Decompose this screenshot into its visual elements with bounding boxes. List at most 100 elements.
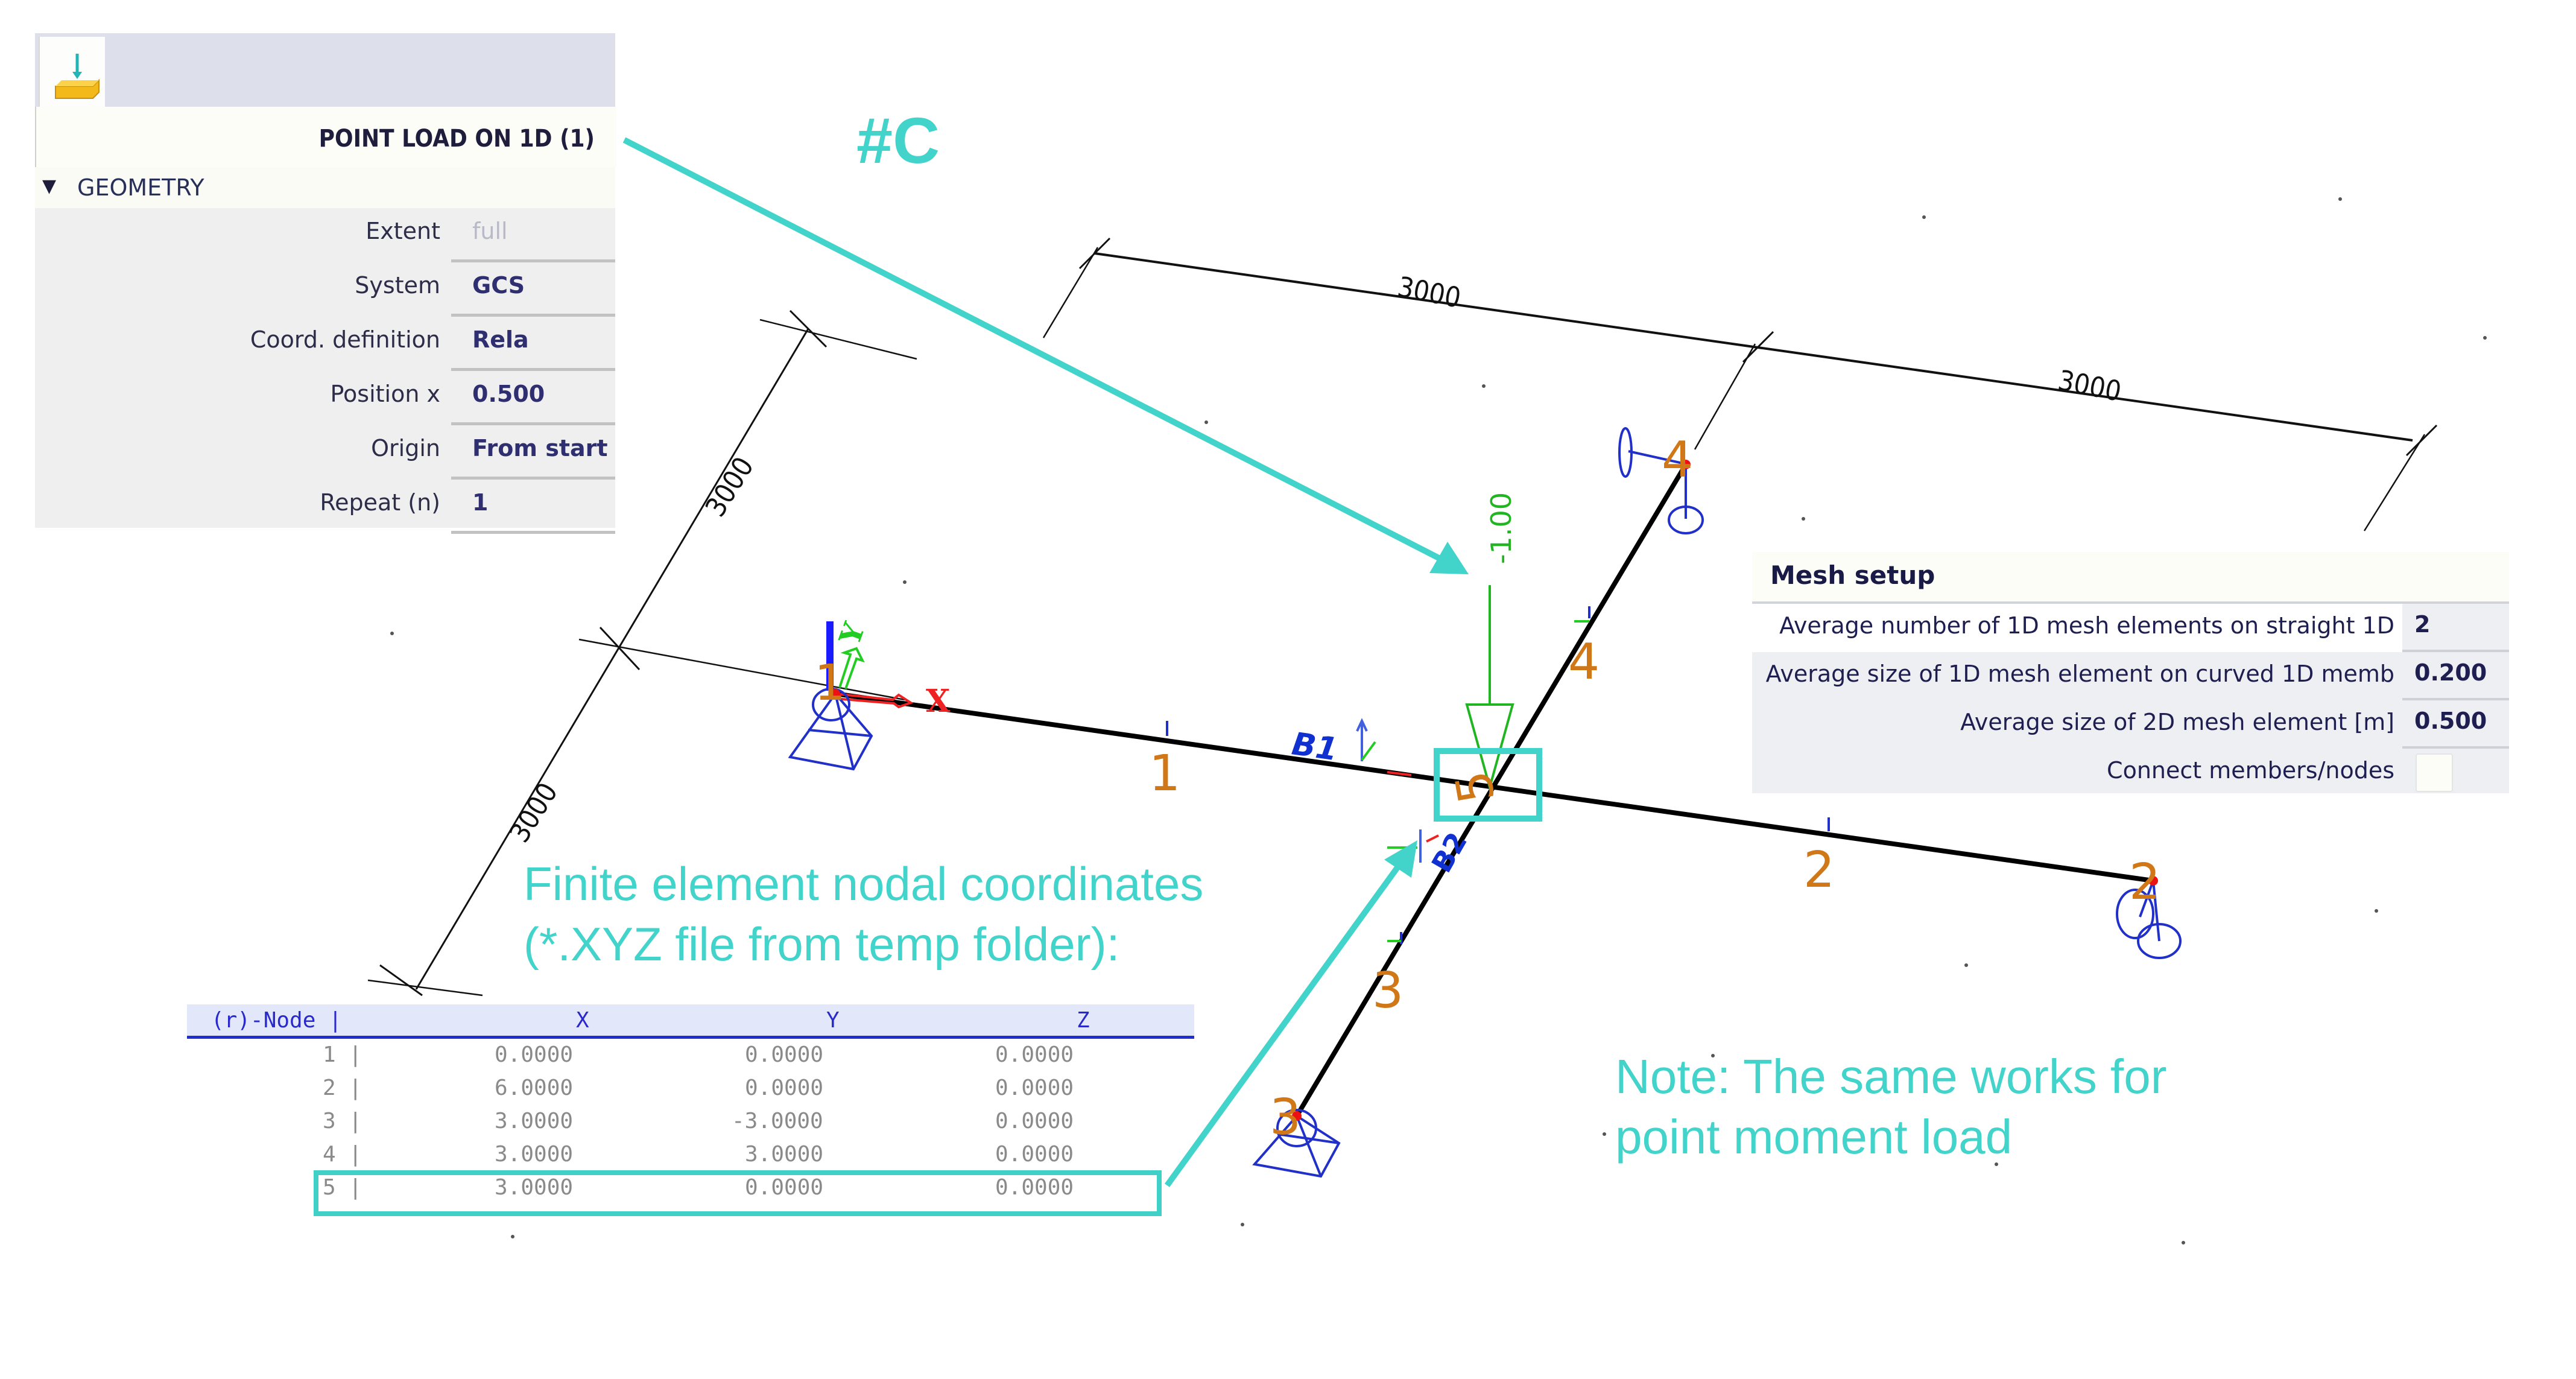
property-row-system[interactable]: System GCS	[35, 262, 615, 317]
mesh-value-2d-size[interactable]: 0.500	[2414, 708, 2487, 734]
divider	[451, 314, 615, 317]
point-load-arrow[interactable]	[1465, 585, 1514, 792]
property-value-repeat[interactable]: 1	[472, 489, 489, 516]
property-row-extent[interactable]: Extent full	[35, 208, 615, 262]
support-node-4[interactable]	[1618, 427, 1704, 534]
mesh-element-label-2: 2	[1803, 842, 1835, 899]
mesh-row-1d-curved[interactable]: Average size of 1D mesh element on curve…	[1752, 652, 2509, 700]
node-points	[831, 460, 2158, 1121]
column-header-y: Y	[826, 1008, 840, 1033]
property-label: Origin	[371, 435, 440, 461]
section-geometry[interactable]: ▼ GEOMETRY	[35, 167, 615, 208]
cell-z: 0.0000	[995, 1109, 1074, 1133]
table-row-highlighted: 5 | 3.0000 0.0000 0.0000	[187, 1171, 1194, 1205]
mesh-label: Connect members/nodes	[2107, 757, 2394, 784]
node-label-5: 5	[1445, 767, 1507, 808]
table-row: 1 | 0.0000 0.0000 0.0000	[187, 1039, 1194, 1072]
mesh-row-1d-straight[interactable]: Average number of 1D mesh elements on st…	[1752, 604, 2509, 652]
divider	[451, 259, 615, 262]
note-text: Note: The same works for point moment lo…	[1615, 1047, 2166, 1167]
support-node-1[interactable]	[788, 688, 873, 771]
properties-tab[interactable]	[39, 37, 105, 107]
member-b2[interactable]	[1294, 462, 1688, 1118]
property-value-position-x[interactable]: 0.500	[472, 381, 545, 407]
divider	[451, 477, 615, 480]
dimension-lines	[367, 237, 2438, 997]
divider	[451, 531, 615, 534]
column-header-x: X	[576, 1008, 589, 1033]
cell-node: 4 |	[323, 1142, 362, 1167]
fem-caption-line-1: Finite element nodal coordinates	[524, 857, 1204, 910]
dimension-label-top-1: 3000	[1395, 270, 1464, 314]
divider	[2402, 650, 2509, 652]
mesh-label: Average size of 2D mesh element [m]	[1960, 709, 2394, 735]
support-node-2[interactable]	[2116, 880, 2182, 959]
property-label: Position x	[330, 381, 440, 407]
mesh-element-label-1: 1	[1149, 745, 1180, 802]
table-header: (r)-Node | X Y Z	[187, 1004, 1194, 1039]
property-value-origin[interactable]: From start	[472, 435, 608, 461]
cell-y: 3.0000	[745, 1142, 824, 1167]
connect-members-checkbox[interactable]	[2416, 753, 2453, 792]
property-value-extent: full	[472, 218, 508, 244]
dimension-label-top-2: 3000	[2055, 364, 2124, 408]
property-row-coord-definition[interactable]: Coord. definition Rela	[35, 317, 615, 371]
cell-node: 3 |	[323, 1109, 362, 1133]
cell-z: 0.0000	[995, 1175, 1074, 1200]
caret-down-icon[interactable]: ▼	[42, 176, 57, 197]
fem-caption: Finite element nodal coordinates (*.XYZ …	[524, 854, 1203, 974]
mesh-value-1d-straight[interactable]: 2	[2414, 611, 2431, 638]
cell-y: 0.0000	[745, 1042, 824, 1067]
properties-tab-bar	[35, 33, 615, 107]
axis-y-label: Y	[833, 618, 872, 650]
mesh-element-label-3: 3	[1372, 962, 1404, 1019]
divider	[451, 368, 615, 371]
mesh-label: Average number of 1D mesh elements on st…	[1779, 612, 2394, 639]
cell-node: 1 |	[323, 1042, 362, 1067]
property-row-origin[interactable]: Origin From start	[35, 425, 615, 480]
section-geometry-label: GEOMETRY	[77, 174, 204, 201]
mesh-setup-panel: Mesh setup Average number of 1D mesh ele…	[1752, 552, 2509, 793]
cell-x: 3.0000	[495, 1175, 574, 1200]
table-row: 4 | 3.0000 3.0000 0.0000	[187, 1138, 1194, 1171]
cell-x: 6.0000	[495, 1076, 574, 1100]
mesh-row-2d-size[interactable]: Average size of 2D mesh element [m] 0.50…	[1752, 700, 2509, 749]
divider	[2402, 698, 2509, 700]
row-highlight-box	[314, 1170, 1162, 1216]
cell-node: 5 |	[323, 1175, 362, 1200]
cell-x: 3.0000	[495, 1142, 574, 1167]
property-label: Coord. definition	[250, 326, 440, 353]
properties-title: POINT LOAD ON 1D (1)	[318, 125, 595, 153]
cell-y: -3.0000	[732, 1109, 823, 1133]
axis-x-label: X	[926, 683, 951, 720]
property-value-system[interactable]: GCS	[472, 272, 525, 299]
load-value-label: -1.00	[1485, 492, 1517, 564]
mesh-row-connect[interactable]: Connect members/nodes	[1752, 749, 2509, 797]
callout-arrows	[622, 137, 1469, 1187]
node-label-1: 1	[814, 655, 846, 712]
grid-dots	[390, 197, 2487, 1244]
property-label: System	[355, 272, 440, 299]
mesh-element-label-4: 4	[1568, 633, 1600, 691]
cell-x: 3.0000	[495, 1109, 574, 1133]
support-node-3[interactable]	[1252, 1109, 1341, 1178]
note-line-2: point moment load	[1615, 1110, 2013, 1164]
member-label-b1: B1	[1290, 726, 1340, 768]
property-value-coord-definition[interactable]: Rela	[472, 326, 529, 353]
column-header-node: (r)-Node |	[211, 1008, 342, 1033]
cell-x: 0.0000	[495, 1042, 574, 1067]
node-5-highlight-box	[1434, 748, 1542, 822]
property-row-repeat[interactable]: Repeat (n) 1	[35, 480, 615, 534]
property-row-position-x[interactable]: Position x 0.500	[35, 371, 615, 425]
cell-z: 0.0000	[995, 1042, 1074, 1067]
mesh-label: Average size of 1D mesh element on curve…	[1765, 661, 2394, 687]
node-label-3: 3	[1270, 1089, 1301, 1146]
mesh-value-1d-curved[interactable]: 0.200	[2414, 659, 2487, 686]
cell-y: 0.0000	[745, 1175, 824, 1200]
table-row: 2 | 6.0000 0.0000 0.0000	[187, 1072, 1194, 1105]
node-coordinates-table: (r)-Node | X Y Z 1 | 0.0000 0.0000 0.000…	[187, 1004, 1194, 1216]
fem-caption-line-2: (*.XYZ file from temp folder):	[524, 918, 1120, 971]
property-label: Repeat (n)	[320, 489, 440, 516]
dimension-label-left-2: 3000	[503, 777, 565, 848]
